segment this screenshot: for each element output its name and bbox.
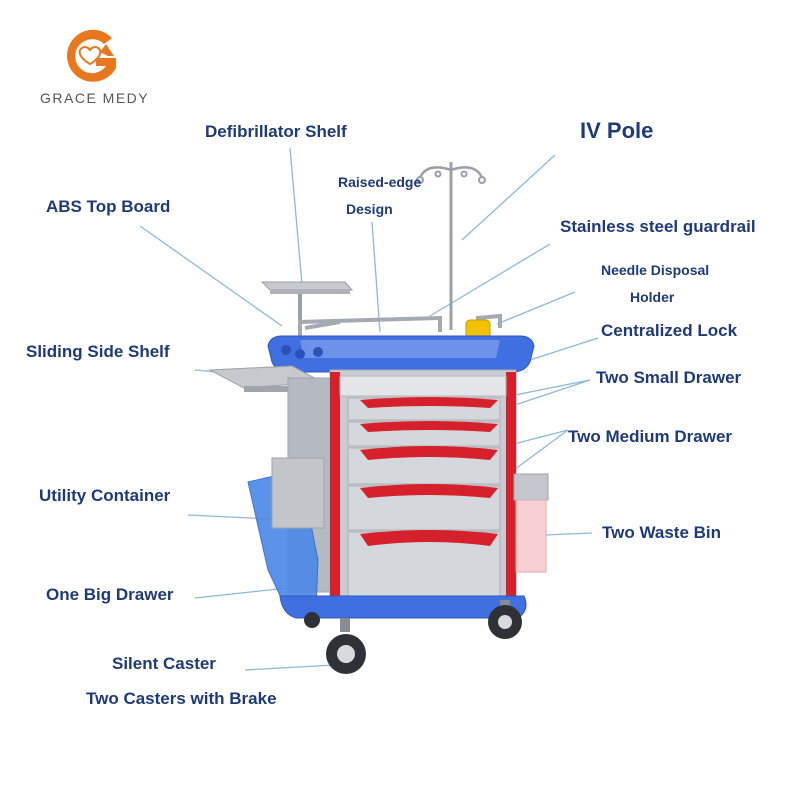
brand-name: GRACE MEDY (40, 90, 150, 106)
iv-pole (416, 162, 486, 330)
label-utility-container: Utility Container (39, 486, 171, 505)
defibrillator-shelf (260, 281, 354, 340)
label-defibrillator-shelf: Defibrillator Shelf (205, 122, 347, 141)
label-silent-caster: Silent Caster (112, 654, 216, 673)
label-iv-pole: IV Pole (580, 118, 654, 143)
label-raised-edge-line1: Raised-edge (338, 174, 422, 190)
label-needle-line1: Needle Disposal (601, 262, 710, 278)
label-centralized-lock: Centralized Lock (601, 321, 738, 340)
label-two-small-drawer: Two Small Drawer (596, 368, 742, 387)
heart-shield-logo-icon (67, 29, 116, 82)
label-needle-line2: Holder (630, 289, 675, 305)
utility-container (247, 457, 325, 611)
label-sliding-side-shelf: Sliding Side Shelf (26, 342, 170, 361)
label-two-medium-drawer: Two Medium Drawer (568, 427, 733, 446)
label-casters-with-brake: Two Casters with Brake (86, 689, 277, 708)
label-two-waste-bin: Two Waste Bin (602, 523, 721, 542)
label-raised-edge-line2: Design (346, 201, 393, 217)
label-abs-top-board: ABS Top Board (46, 197, 171, 216)
label-stainless-guardrail: Stainless steel guardrail (560, 217, 756, 236)
abs-top-board (267, 335, 535, 373)
casters (304, 600, 522, 674)
drawer-handles (360, 397, 498, 546)
waste-bin (513, 473, 549, 573)
label-one-big-drawer: One Big Drawer (46, 585, 174, 604)
